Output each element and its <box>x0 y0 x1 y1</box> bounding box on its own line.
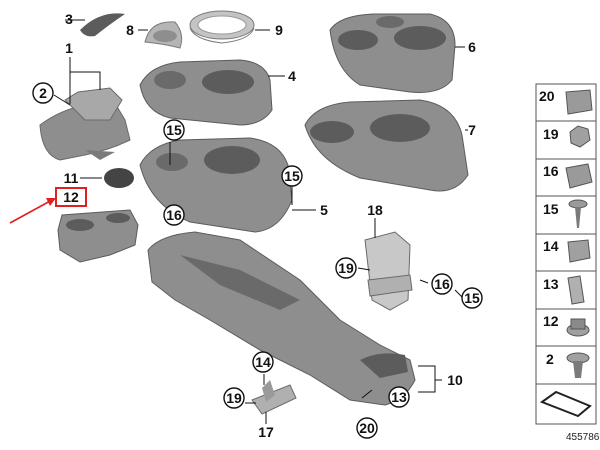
side-panel: 20 19 16 15 14 13 12 2 <box>535 83 597 425</box>
part-bracket <box>364 231 413 311</box>
callout-20: 20 <box>359 420 375 436</box>
callout-5: 5 <box>320 202 328 218</box>
part-small-bezel <box>144 21 183 49</box>
callout-15: 15 <box>166 122 182 138</box>
callout-17: 17 <box>258 424 274 440</box>
callout-19: 19 <box>226 390 242 406</box>
expanding-rivet-icon <box>566 352 590 378</box>
callout-18: 18 <box>367 202 383 218</box>
callout-6: 6 <box>468 39 476 55</box>
part-cupholder-trim <box>39 87 131 161</box>
leader-lines <box>53 19 468 424</box>
part-cover-strip <box>80 13 125 37</box>
side-item-num: 16 <box>543 163 559 179</box>
part-ring <box>189 10 255 44</box>
callout-12: 12 <box>63 189 79 205</box>
hex-nut-icon <box>569 125 591 148</box>
callout-2: 2 <box>39 85 47 101</box>
spring-clip-icon <box>565 89 593 115</box>
callout-15: 15 <box>284 168 300 184</box>
side-item-num: 13 <box>543 276 559 292</box>
callout-15: 15 <box>464 290 480 306</box>
side-item-num: 2 <box>546 351 554 367</box>
callout-3: 3 <box>65 11 73 27</box>
part-trim-top-right <box>329 13 456 93</box>
part-cup-holder-insert <box>57 209 139 263</box>
part-centre-console <box>147 231 416 406</box>
callout-19: 19 <box>338 260 354 276</box>
part-console-trim-upper <box>139 59 273 126</box>
callout-9: 9 <box>275 22 283 38</box>
arrow-icon <box>46 198 56 206</box>
highlight <box>9 187 87 224</box>
callout-8: 8 <box>126 22 134 38</box>
collar-nut-icon <box>567 239 591 263</box>
callout-11: 11 <box>64 170 79 186</box>
callout-10: 10 <box>447 372 463 388</box>
callout-circles <box>32 82 483 439</box>
highlight-box <box>55 187 87 207</box>
arrow-line <box>9 199 53 224</box>
side-item-num: 20 <box>539 88 555 104</box>
callout-4: 4 <box>288 68 296 84</box>
part-trim-mid-right <box>304 99 469 192</box>
side-item-num: 14 <box>543 238 559 254</box>
callout-7: 7 <box>468 122 476 138</box>
callout-16: 16 <box>166 207 182 223</box>
side-item-num: 19 <box>543 126 559 142</box>
flange-nut-icon <box>566 318 590 337</box>
callout-labels: 1 2 3 4 5 6 7 8 9 10 11 12 13 14 15 15 1… <box>39 11 480 440</box>
side-item-num: 15 <box>543 201 559 217</box>
callout-14: 14 <box>255 354 271 370</box>
callout-1: 1 <box>65 40 73 56</box>
assortment-glyph <box>539 390 592 418</box>
side-item-num: 12 <box>543 313 559 329</box>
callout-16: 16 <box>434 276 450 292</box>
part-small-bracket <box>251 380 297 415</box>
screw-icon <box>568 199 588 228</box>
spring-nut-icon <box>567 275 585 305</box>
clip-nut-icon <box>565 163 593 189</box>
part-console-trim <box>139 137 293 233</box>
catalog-number: 455786 <box>566 432 600 443</box>
callout-13: 13 <box>391 389 407 405</box>
part-round-cap <box>104 168 134 188</box>
